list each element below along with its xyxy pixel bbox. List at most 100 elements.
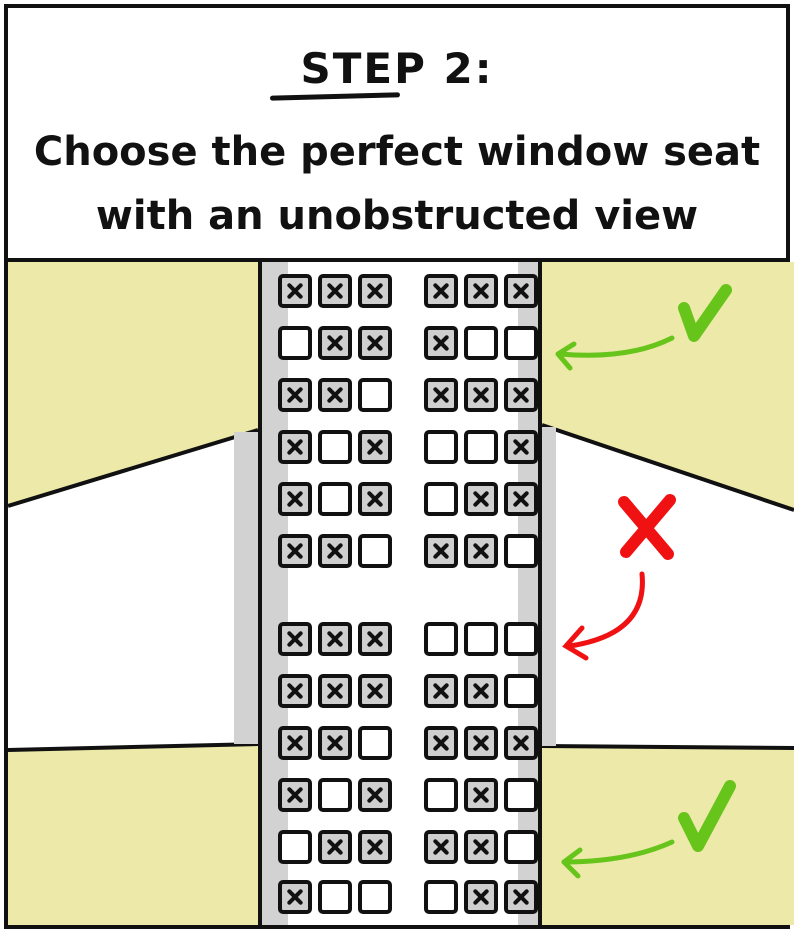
occupied-seat[interactable]: [424, 274, 458, 308]
occupied-seat[interactable]: [464, 378, 498, 412]
empty-seat[interactable]: [504, 674, 538, 708]
right-lower-wall: [542, 746, 794, 925]
occupied-seat[interactable]: [318, 726, 352, 760]
occupied-seat[interactable]: [504, 378, 538, 412]
seat-block-left: [278, 326, 392, 360]
occupied-seat[interactable]: [424, 674, 458, 708]
occupied-seat[interactable]: [358, 482, 392, 516]
right-upper-wall: [542, 262, 794, 510]
empty-seat[interactable]: [424, 430, 458, 464]
check-icon-top: [555, 284, 732, 371]
occupied-seat[interactable]: [278, 534, 312, 568]
empty-seat[interactable]: [358, 534, 392, 568]
occupied-seat[interactable]: [318, 830, 352, 864]
left-wing: [8, 430, 258, 750]
empty-seat[interactable]: [464, 622, 498, 656]
empty-seat[interactable]: [424, 880, 458, 914]
seat-block-left: [278, 880, 392, 914]
empty-seat[interactable]: [504, 326, 538, 360]
seat-block-right: [424, 778, 538, 812]
seat-block-right: [424, 880, 538, 914]
occupied-seat[interactable]: [358, 326, 392, 360]
occupied-seat[interactable]: [464, 674, 498, 708]
empty-seat[interactable]: [358, 726, 392, 760]
empty-seat[interactable]: [318, 430, 352, 464]
wing-background: [8, 262, 794, 925]
seat-row: [272, 778, 538, 812]
seat-block-right: [424, 726, 538, 760]
seat-block-left: [278, 430, 392, 464]
occupied-seat[interactable]: [278, 778, 312, 812]
occupied-seat[interactable]: [278, 430, 312, 464]
empty-seat[interactable]: [318, 778, 352, 812]
occupied-seat[interactable]: [318, 622, 352, 656]
occupied-seat[interactable]: [318, 534, 352, 568]
empty-seat[interactable]: [504, 830, 538, 864]
occupied-seat[interactable]: [424, 378, 458, 412]
empty-seat[interactable]: [278, 326, 312, 360]
occupied-seat[interactable]: [318, 674, 352, 708]
occupied-seat[interactable]: [504, 430, 538, 464]
seat-block-left: [278, 778, 392, 812]
occupied-seat[interactable]: [464, 274, 498, 308]
caption-header: STEP 2: Choose the perfect window seat w…: [8, 8, 786, 262]
occupied-seat[interactable]: [358, 274, 392, 308]
title-underline: [269, 92, 401, 101]
occupied-seat[interactable]: [504, 726, 538, 760]
occupied-seat[interactable]: [464, 534, 498, 568]
empty-seat[interactable]: [464, 430, 498, 464]
occupied-seat[interactable]: [278, 674, 312, 708]
seat-block-right: [424, 482, 538, 516]
occupied-seat[interactable]: [358, 674, 392, 708]
occupied-seat[interactable]: [464, 778, 498, 812]
occupied-seat[interactable]: [278, 274, 312, 308]
occupied-seat[interactable]: [278, 622, 312, 656]
step-title: STEP 2:: [300, 44, 494, 93]
seat-block-right: [424, 378, 538, 412]
empty-seat[interactable]: [358, 378, 392, 412]
occupied-seat[interactable]: [504, 880, 538, 914]
occupied-seat[interactable]: [424, 326, 458, 360]
empty-seat[interactable]: [424, 482, 458, 516]
occupied-seat[interactable]: [464, 830, 498, 864]
occupied-seat[interactable]: [464, 482, 498, 516]
seat-row: [272, 830, 538, 864]
occupied-seat[interactable]: [318, 378, 352, 412]
empty-seat[interactable]: [504, 534, 538, 568]
seat-block-right: [424, 326, 538, 360]
seat-block-left: [278, 674, 392, 708]
occupied-seat[interactable]: [504, 482, 538, 516]
occupied-seat[interactable]: [424, 830, 458, 864]
occupied-seat[interactable]: [318, 274, 352, 308]
occupied-seat[interactable]: [504, 274, 538, 308]
occupied-seat[interactable]: [318, 326, 352, 360]
occupied-seat[interactable]: [278, 726, 312, 760]
empty-seat[interactable]: [504, 778, 538, 812]
occupied-seat[interactable]: [358, 622, 392, 656]
empty-seat[interactable]: [504, 622, 538, 656]
empty-seat[interactable]: [278, 830, 312, 864]
caption-line-1: Choose the perfect window seat: [33, 129, 761, 175]
empty-seat[interactable]: [424, 778, 458, 812]
seat-row: [272, 482, 538, 516]
caption-line-2: with an unobstructed view: [95, 193, 699, 239]
empty-seat[interactable]: [318, 880, 352, 914]
empty-seat[interactable]: [358, 880, 392, 914]
occupied-seat[interactable]: [464, 880, 498, 914]
occupied-seat[interactable]: [424, 534, 458, 568]
caption-text: Choose the perfect window seat with an u…: [8, 120, 786, 248]
seat-row: [272, 726, 538, 760]
occupied-seat[interactable]: [358, 830, 392, 864]
empty-seat[interactable]: [318, 482, 352, 516]
left-lower-wall: [8, 744, 258, 925]
occupied-seat[interactable]: [278, 482, 312, 516]
occupied-seat[interactable]: [278, 880, 312, 914]
seat-block-right: [424, 274, 538, 308]
occupied-seat[interactable]: [464, 726, 498, 760]
occupied-seat[interactable]: [358, 430, 392, 464]
occupied-seat[interactable]: [358, 778, 392, 812]
empty-seat[interactable]: [424, 622, 458, 656]
empty-seat[interactable]: [464, 326, 498, 360]
occupied-seat[interactable]: [424, 726, 458, 760]
occupied-seat[interactable]: [278, 378, 312, 412]
